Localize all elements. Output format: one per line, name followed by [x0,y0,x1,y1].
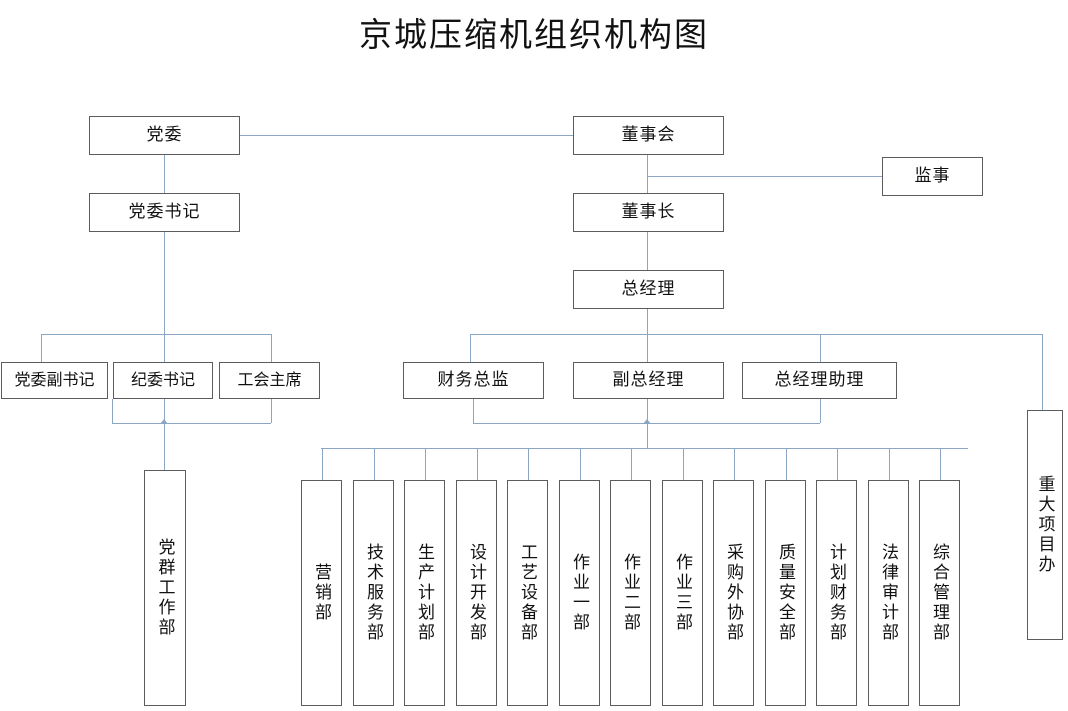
connector-bus-to-department [939,448,941,480]
node-department-label: 生产计划部 [415,543,434,643]
connector-bus-to-deputy-party-secretary [41,334,42,362]
connector-bus-to-department [630,448,632,480]
connector-bus-to-deputy-gm [647,334,648,362]
connector-left-bus [41,334,272,335]
connector-bus-to-department [888,448,890,480]
node-department-label: 作业二部 [621,553,640,633]
connector-bus-to-department [424,448,426,480]
connector-bus-to-cfo [470,334,471,362]
arrowhead-manager-bus [643,419,651,424]
node-department-label: 法律审计部 [879,543,898,643]
connector-cfo-down [473,399,474,423]
node-department-10[interactable]: 质量安全部 [765,480,806,706]
node-department-5[interactable]: 工艺设备部 [507,480,548,706]
connector-union-chairman-down [271,399,272,423]
node-department-label: 质量安全部 [776,543,795,643]
connector-bus-to-discipline-secretary [164,334,165,362]
connector-secretary-to-bus [164,232,165,334]
node-department-8[interactable]: 作业三部 [662,480,703,706]
connector-board-to-supervisor [647,176,882,177]
node-major-project-office-label: 重大项目办 [1035,475,1055,575]
node-department-label: 作业一部 [570,553,589,633]
connector-bus-to-gm-assistant [820,334,821,362]
page-title: 京城压缩机组织机构图 [359,18,709,54]
node-department-label: 计划财务部 [827,543,846,643]
node-general-manager[interactable]: 总经理 [573,270,724,309]
node-supervisor[interactable]: 监事 [882,157,983,196]
node-party-secretary[interactable]: 党委书记 [89,193,240,232]
connector-bus-to-department [476,448,478,480]
connector-bus-to-department [836,448,838,480]
node-department-label: 营销部 [312,563,331,623]
node-major-project-office[interactable]: 重大项目办 [1027,410,1063,640]
connector-bus-to-union-chairman [271,334,272,362]
connector-bus-to-party-mass-dept [164,423,165,470]
connector-gm-assistant-down [820,399,821,423]
connector-deputy-party-secretary-down [112,399,113,423]
connector-chairman-to-gm [647,232,648,270]
connector-bus-to-department [527,448,529,480]
connector-bus-to-department [785,448,787,480]
node-party-mass-work-dept[interactable]: 党群工作部 [144,470,186,706]
connector-gm-to-bus [647,309,648,334]
node-department-3[interactable]: 生产计划部 [404,480,445,706]
node-party-committee[interactable]: 党委 [89,116,240,155]
node-cfo[interactable]: 财务总监 [403,362,544,399]
node-department-label: 作业三部 [673,553,692,633]
connector-manager-bus-to-dept-bus [647,423,648,448]
node-department-label: 设计开发部 [467,543,486,643]
node-chairman[interactable]: 董事长 [573,193,724,232]
node-deputy-party-secretary[interactable]: 党委副书记 [1,362,108,399]
node-union-chairman[interactable]: 工会主席 [219,362,320,399]
node-discipline-secretary[interactable]: 纪委书记 [113,362,213,399]
node-department-2[interactable]: 技术服务部 [353,480,394,706]
connector-discipline-secretary-down [164,399,165,423]
connector-bus-to-department [373,448,375,480]
connector-bus-to-department [321,448,323,480]
node-department-1[interactable]: 营销部 [301,480,342,706]
node-deputy-general-manager[interactable]: 副总经理 [573,362,724,399]
connector-bus-to-department [682,448,684,480]
node-gm-assistant[interactable]: 总经理助理 [742,362,897,399]
node-department-13[interactable]: 综合管理部 [919,480,960,706]
node-party-mass-work-dept-label: 党群工作部 [155,538,175,638]
connector-bus-to-department [733,448,735,480]
node-department-label: 综合管理部 [930,543,949,643]
connector-department-bus [321,448,968,449]
node-department-9[interactable]: 采购外协部 [713,480,754,706]
node-department-4[interactable]: 设计开发部 [456,480,497,706]
node-department-7[interactable]: 作业二部 [610,480,651,706]
arrowhead-party-mass-bus [160,419,168,424]
node-department-label: 采购外协部 [724,543,743,643]
connector-party-to-secretary [164,155,165,193]
connector-bus-to-department [579,448,581,480]
connector-party-to-board [240,135,573,136]
connector-party-mass-bus [112,423,271,424]
node-department-12[interactable]: 法律审计部 [868,480,909,706]
node-department-label: 工艺设备部 [518,543,537,643]
connector-bus-to-major-project-office [1042,334,1043,410]
node-department-11[interactable]: 计划财务部 [816,480,857,706]
node-department-label: 技术服务部 [364,543,383,643]
node-board-of-directors[interactable]: 董事会 [573,116,724,155]
connector-deputy-gm-down [647,399,648,423]
node-department-6[interactable]: 作业一部 [559,480,600,706]
connector-board-to-chairman [647,155,648,193]
connector-right-bus [470,334,1042,335]
